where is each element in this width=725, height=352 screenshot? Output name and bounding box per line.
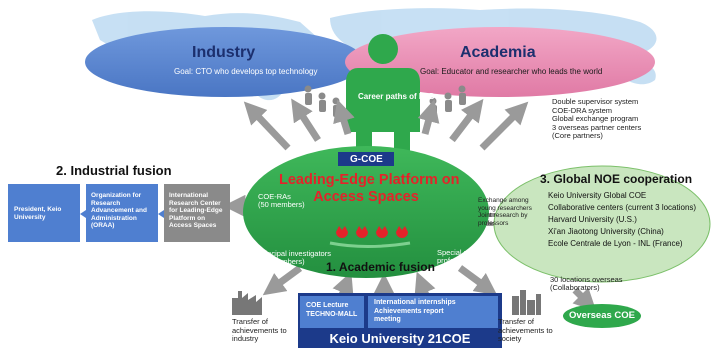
transfer-line: industry bbox=[232, 334, 259, 343]
ground-line bbox=[329, 241, 411, 248]
exchange-line: Joint research by bbox=[478, 212, 528, 219]
exchange-line: young researchers bbox=[478, 204, 532, 212]
president-box: President, Keio University bbox=[8, 184, 80, 242]
academia-ellipse bbox=[345, 27, 655, 97]
academia-goal: Goal: Educator and researcher who leads … bbox=[420, 67, 603, 76]
gcoe-label: G-COE bbox=[350, 154, 383, 165]
academia-title: Academia bbox=[460, 44, 536, 61]
transfer-line: society bbox=[498, 334, 522, 343]
noe-item: Collaborative centers (current 3 locatio… bbox=[548, 203, 697, 212]
research-center-box: International Research Center for Leadin… bbox=[164, 184, 230, 242]
city-icon bbox=[512, 290, 541, 315]
platform-title-line2: Access Spaces bbox=[313, 189, 419, 205]
exchange-notes: Exchange among young researchers Joint r… bbox=[478, 197, 532, 227]
industry-ellipse bbox=[85, 27, 365, 97]
transfer-line: Transfer of bbox=[232, 317, 268, 326]
tulip-icons bbox=[336, 226, 408, 238]
transfer-line: Transfer of bbox=[498, 317, 534, 326]
global-noe-list: Keio University Global COE Collaborative… bbox=[548, 190, 696, 250]
note-item: Double supervisor system bbox=[552, 97, 639, 106]
global-noe-ellipse bbox=[493, 165, 711, 283]
oraa-box: Organization for Research Advancement an… bbox=[86, 184, 158, 242]
platform-ellipse bbox=[243, 146, 489, 278]
industrial-fusion-title: 2. Industrial fusion bbox=[56, 163, 172, 178]
note-item: (Core partners) bbox=[552, 131, 603, 140]
industry-title: Industry bbox=[192, 44, 256, 61]
oraa-label: Organization for Research Advancement an… bbox=[91, 192, 147, 229]
coe-lecture-line1: COE Lecture bbox=[306, 302, 349, 309]
transfer-society: Transfer of achievements to society bbox=[498, 317, 553, 344]
president-label: President, Keio University bbox=[14, 206, 62, 221]
transfer-line: achievements to bbox=[232, 325, 287, 335]
academic-fusion-label: 1. Academic fusion bbox=[326, 260, 435, 274]
note-item: Global exchange program bbox=[552, 114, 639, 123]
coe-lecture-line2: TECHNO-MALL bbox=[306, 311, 358, 318]
academia-notes: Double supervisor system COE-DRA system … bbox=[552, 97, 642, 141]
noe-item: Xi'an Jiaotong University (China) bbox=[548, 227, 664, 236]
arrows bbox=[223, 98, 597, 312]
noe-item: Ecole Centrale de Lyon - INL (France) bbox=[548, 239, 683, 248]
exchange-line: professors bbox=[478, 219, 509, 227]
coe-ras-line2: (50 members) bbox=[258, 200, 305, 209]
pi-line2: (15 members) bbox=[258, 257, 305, 266]
exchange-line: Exchange among bbox=[478, 197, 529, 204]
global-noe-title: 3. Global NOE cooperation bbox=[540, 172, 693, 186]
noe-item: Keio University Global COE bbox=[548, 191, 647, 200]
note-item: 3 overseas partner centers bbox=[552, 122, 642, 132]
intl-line1: International internships bbox=[374, 299, 456, 306]
overseas-note-line2: (Collaborators) bbox=[550, 283, 600, 292]
research-center-label: International Research Center for Leadin… bbox=[169, 192, 223, 229]
overseas-coe-badge: Overseas COE bbox=[563, 304, 641, 328]
platform-title-line1: Leading-Edge Platform on bbox=[279, 172, 460, 188]
noe-item: Harvard University (U.S.) bbox=[548, 215, 637, 224]
keio-21coe-title: Keio University 21COE bbox=[329, 331, 471, 346]
special-line2: professors (total 12) bbox=[437, 256, 504, 265]
career-paths-label: Career paths of PhDs bbox=[358, 92, 440, 101]
overseas-note-line1: 30 locations overseas bbox=[550, 275, 623, 284]
special-line1: Special research bbox=[437, 248, 493, 257]
intl-line2: Achievements report bbox=[374, 307, 444, 315]
pi-line1: Principal investigators bbox=[258, 249, 331, 258]
transfer-industry: Transfer of achievements to industry bbox=[232, 317, 287, 344]
note-item: COE-DRA system bbox=[552, 105, 613, 115]
coe-ras-line1: COE-RAs bbox=[258, 192, 291, 201]
overseas-coe-label: Overseas COE bbox=[568, 310, 635, 321]
factory-icon bbox=[232, 291, 262, 315]
box-arrows bbox=[80, 210, 164, 218]
transfer-line: achievements to bbox=[498, 325, 553, 335]
phd-figure bbox=[346, 34, 420, 168]
gcoe-banner bbox=[338, 152, 394, 166]
intl-line3: meeting bbox=[374, 316, 401, 323]
industry-goal: Goal: CTO who develops top technology bbox=[174, 67, 318, 76]
